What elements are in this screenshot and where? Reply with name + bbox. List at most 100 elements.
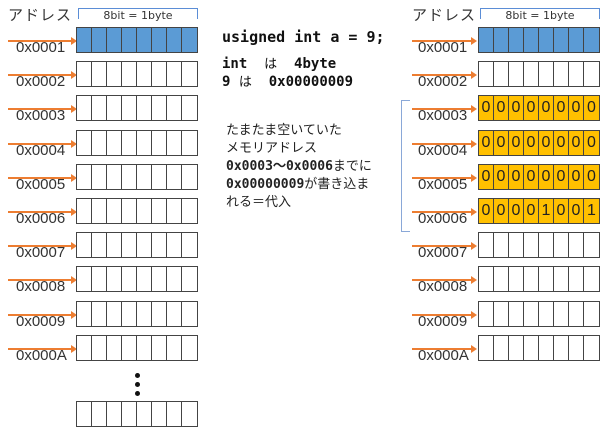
bit-cell: [509, 62, 524, 86]
bit-cell: [584, 267, 599, 291]
bit-cell: [509, 28, 524, 52]
bit-cell: [107, 62, 122, 86]
note-line-1: たまたま空いていた: [226, 123, 342, 138]
bit-cell: [182, 336, 197, 360]
bit-cell: 0: [509, 199, 524, 223]
bit-cell: [539, 336, 554, 360]
bit-cell: 0: [524, 131, 539, 155]
address-label: 0x0009: [16, 313, 66, 330]
bit-cell: [137, 28, 152, 52]
bit-cell: [479, 336, 494, 360]
memory-byte-row: [76, 232, 198, 258]
bit-cell: 0: [569, 96, 584, 120]
bit-cell: [584, 233, 599, 257]
note-address-range: 0x0003～0x0006: [226, 159, 333, 174]
bit-cell: 0: [539, 131, 554, 155]
address-label: 0x0005: [418, 176, 468, 193]
bit-cell: [494, 302, 509, 326]
left-byte-brace: [78, 8, 198, 19]
memory-byte-row: [478, 61, 600, 87]
type-name: int: [222, 56, 248, 72]
bit-cell: [182, 233, 197, 257]
bit-cell: [152, 165, 167, 189]
bit-cell: [107, 165, 122, 189]
bit-cell: [569, 62, 584, 86]
bit-cell: 0: [479, 96, 494, 120]
note-line-4: 0x00000009が書き込ま: [226, 176, 406, 194]
bit-cell: [539, 28, 554, 52]
bit-cell: 0: [479, 165, 494, 189]
bit-cell: [92, 165, 107, 189]
bit-cell: [152, 233, 167, 257]
address-label: 0x0007: [16, 244, 66, 261]
bit-cell: [167, 165, 182, 189]
bit-cell: 0: [509, 131, 524, 155]
pointer-arrow-icon: [8, 242, 77, 250]
bit-cell: [107, 199, 122, 223]
bit-cell: [107, 96, 122, 120]
bit-cell: 0: [509, 96, 524, 120]
bit-cell: [152, 62, 167, 86]
bit-cell: [524, 62, 539, 86]
address-label: 0x0003: [418, 107, 468, 124]
bit-cell: 0: [587, 99, 596, 116]
bit-cell: [152, 96, 167, 120]
bit-cell: [107, 28, 122, 52]
bit-cell: [584, 336, 599, 360]
memory-byte-row: [76, 95, 198, 121]
note-line-2: メモリアドレス: [226, 141, 318, 156]
bit-cell: 0: [479, 131, 494, 155]
bit-cell: [509, 302, 524, 326]
memory-byte-row: [76, 266, 198, 292]
bit-cell: [92, 336, 107, 360]
bit-cell: [122, 62, 137, 86]
pointer-arrow-icon: [412, 311, 477, 319]
address-label: 0x0001: [16, 39, 66, 56]
bit-cell: [569, 302, 584, 326]
address-label: 0x0001: [418, 39, 468, 56]
bit-cell: [107, 336, 122, 360]
bit-cell: [122, 233, 137, 257]
bit-cell: 1: [539, 199, 554, 223]
bit-cell: [524, 302, 539, 326]
bit-cell: [77, 336, 92, 360]
bit-cell: [107, 233, 122, 257]
bit-cell: [569, 267, 584, 291]
particle: は: [264, 57, 278, 72]
bit-cell: [137, 131, 152, 155]
address-label: 0x0002: [418, 73, 468, 90]
memory-byte-row: [76, 61, 198, 87]
particle: は: [238, 75, 252, 90]
bit-cell: [167, 62, 182, 86]
bit-cell: 0: [539, 165, 554, 189]
bit-cell: [107, 302, 122, 326]
bit-cell: [182, 302, 197, 326]
bit-cell: [92, 96, 107, 120]
bit-cell: [92, 233, 107, 257]
bit-cell: [182, 402, 197, 426]
ellipsis-dot: [135, 373, 140, 378]
pointer-arrow-icon: [412, 345, 477, 353]
bit-cell: [554, 302, 569, 326]
bit-cell: [107, 131, 122, 155]
note-line-3-rest: までに: [332, 159, 372, 174]
bit-cell: [167, 96, 182, 120]
size-line: int は 4byte: [222, 53, 336, 72]
bit-cell: [137, 302, 152, 326]
left-byte-label: 8bit = 1byte: [98, 10, 178, 22]
bit-cell: [554, 336, 569, 360]
bit-cell: [122, 28, 137, 52]
bit-cell: [122, 267, 137, 291]
value-line: 9 は 0x00000009: [222, 71, 353, 90]
bit-cell: 0: [479, 199, 494, 223]
pointer-arrow-icon: [8, 140, 77, 148]
bit-cell: [137, 62, 152, 86]
bit-cell: [77, 233, 92, 257]
right-byte-label: 8bit = 1byte: [500, 10, 580, 22]
bit-cell: [137, 165, 152, 189]
pointer-arrow-icon: [412, 208, 477, 216]
decimal-value: 9: [222, 74, 231, 90]
pointer-arrow-icon: [412, 105, 477, 113]
bit-cell: [554, 267, 569, 291]
pointer-arrow-icon: [8, 276, 77, 284]
